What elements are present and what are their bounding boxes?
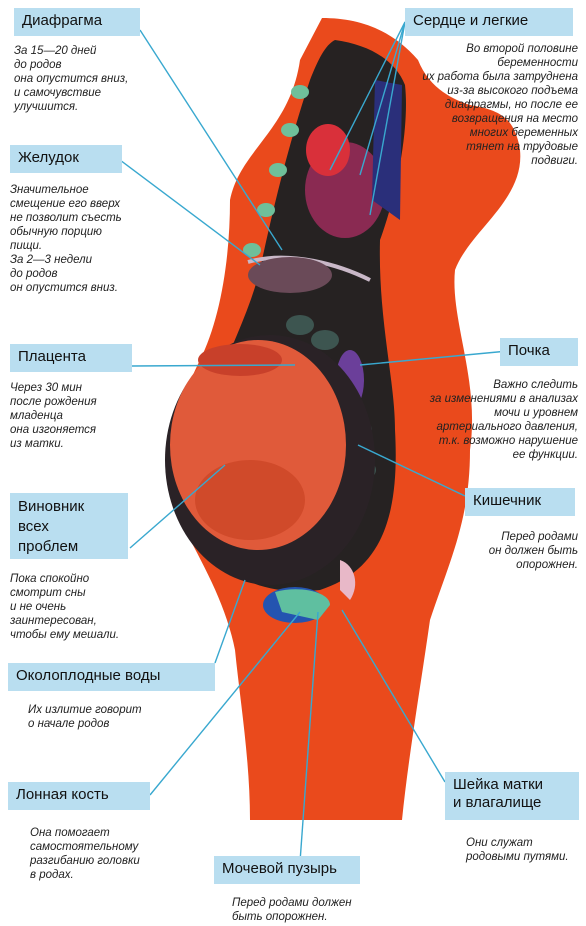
label-kidney: Почка (500, 338, 578, 366)
label-amniotic-fluid: Околоплодные воды (8, 663, 215, 691)
note-amniotic-fluid: Их излитие говорит о начале родов (28, 703, 188, 731)
note-intestine: Перед родами он должен быть опорожнен. (468, 530, 578, 572)
label-pubic-bone: Лонная кость (8, 782, 150, 810)
label-heart-lungs: Сердце и легкие (405, 8, 573, 36)
heart-shape (306, 124, 350, 176)
note-stomach: Значительное смещение его вверх не позво… (10, 183, 170, 295)
label-stomach: Желудок (10, 145, 122, 173)
stomach-shape (248, 257, 332, 293)
label-bladder: Мочевой пузырь (214, 856, 360, 884)
placenta-shape (198, 344, 282, 376)
label-intestine: Кишечник (465, 488, 575, 516)
label-cervix-vagina: Шейка матки и влагалище (445, 772, 579, 820)
note-placenta: Через 30 мин после рождения младенца она… (10, 381, 150, 451)
label-diaphragm: Диафрагма (14, 8, 140, 36)
note-culprit: Пока спокойно смотрит сны и не очень заи… (10, 572, 170, 642)
fetus-head (195, 460, 305, 540)
note-bladder: Перед родами должен быть опорожнен. (232, 896, 392, 924)
label-placenta: Плацента (10, 344, 132, 372)
note-pubic-bone: Она помогает самостоятельному разгибанию… (30, 826, 190, 882)
label-culprit: Виновник всех проблем (10, 493, 128, 559)
note-kidney: Важно следить за изменениями в анализах … (398, 378, 578, 462)
note-cervix-vagina: Они служат родовыми путями. (466, 836, 582, 864)
note-heart-lungs: Во второй половине беременности их работ… (392, 42, 578, 168)
note-diaphragm: За 15—20 дней до родов она опустится вни… (14, 44, 174, 114)
